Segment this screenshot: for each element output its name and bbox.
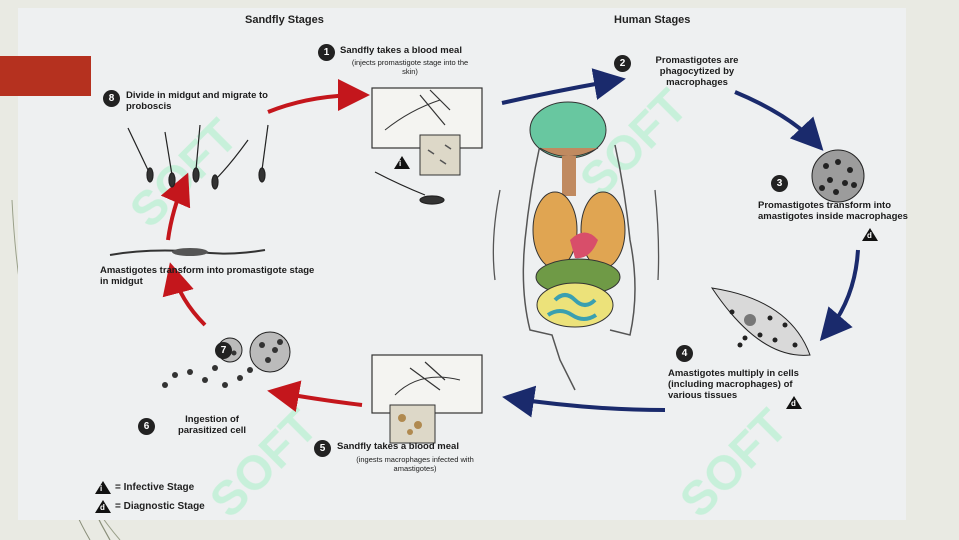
arrow-8-to-1 — [267, 79, 370, 114]
step-2-number: 2 — [614, 55, 631, 72]
step-5-number: 5 — [314, 440, 331, 457]
step-4-number: 4 — [676, 345, 693, 362]
bite-box-bottom — [371, 354, 483, 444]
arrow-5-to-6 — [267, 380, 363, 412]
legend-diagnostic-icon: d — [95, 500, 111, 513]
svg-text:SOFT: SOFT — [120, 110, 248, 238]
arrow-3-to-4 — [819, 249, 860, 342]
ingested-cells — [162, 331, 291, 388]
infected-macrophage — [811, 149, 865, 203]
step-1-sub: (injects promastigote stage into the ski… — [351, 58, 469, 76]
step-8-number: 8 — [103, 90, 120, 107]
step-6-title: Ingestion of parasitized cell — [177, 414, 247, 436]
step-3-number: 3 — [771, 175, 788, 192]
bite-box-top — [371, 87, 483, 176]
step-8-title: Divide in midgut and migrate to probosci… — [126, 90, 268, 112]
step-1-title: Sandfly takes a blood meal — [340, 45, 462, 56]
diagnostic-stage-icon: d — [862, 228, 878, 241]
promastigotes-group — [127, 124, 445, 205]
step-5-sub: (ingests macrophages infected with amast… — [356, 455, 474, 473]
sandfly-stages-header: Sandfly Stages — [245, 14, 324, 26]
human-stages-header: Human Stages — [614, 14, 691, 26]
arrow-7-to-8 — [160, 172, 191, 241]
step-7-number: 7 — [215, 342, 232, 359]
step-7-title: Amastigotes transform into promastigote … — [100, 265, 315, 287]
arrow-4-to-5 — [502, 385, 666, 418]
diagnostic-stage-icon: d — [786, 396, 802, 409]
step-2-title: Promastigotes are phagocytized by macrop… — [655, 55, 739, 88]
legend-diagnostic-label: = Diagnostic Stage — [115, 501, 205, 512]
step-4-title: Amastigotes multiply in cells (including… — [668, 368, 799, 401]
step-6-number: 6 — [138, 418, 155, 435]
step-5-title: Sandfly takes a blood meal — [337, 441, 459, 452]
infective-stage-icon: i — [394, 156, 410, 169]
legend-infective-icon: i — [95, 481, 111, 494]
accent-bar — [0, 56, 91, 96]
legend-infective-label: = Infective Stage — [115, 482, 195, 493]
arrow-1-to-2 — [501, 68, 626, 105]
svg-text:SOFT: SOFT — [670, 400, 798, 528]
arrow-6-to-7 — [162, 262, 207, 327]
step-1-number: 1 — [318, 44, 335, 61]
arrow-2-to-3 — [734, 90, 824, 151]
step-3-title: Promastigotes transform into amastigotes… — [758, 200, 908, 222]
human-body — [492, 101, 660, 391]
tissue-cell — [710, 287, 811, 356]
